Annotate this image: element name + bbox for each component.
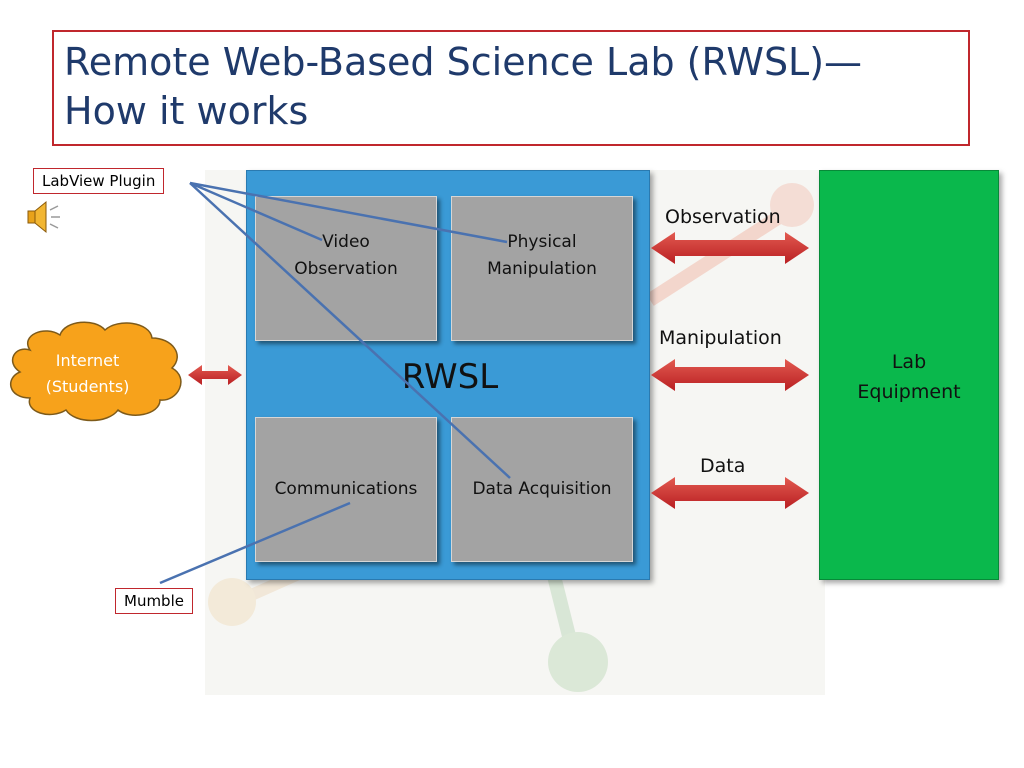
observation-label: Observation [665,206,781,228]
internet-students-label: Internet (Students) [45,351,130,396]
data-acquisition-module: Data Acquisition [451,417,633,562]
internet-rwsl-arrow [188,365,242,385]
manipulation-arrow [651,359,809,391]
title-box: Remote Web-Based Science Lab (RWSL)— How… [52,30,970,146]
manipulation-label: Manipulation [659,327,782,349]
observation-arrow [651,232,809,264]
communications-module: Communications [255,417,437,562]
physical-manipulation-module: Physical Manipulation [451,196,633,341]
video-observation-module: Video Observation [255,196,437,341]
mumble-callout: Mumble [115,588,193,614]
rwsl-label: RWSL [401,357,499,397]
internet-cloud-shape [10,321,182,422]
speaker-icon[interactable] [27,200,60,234]
callout-connectors [159,181,511,585]
data-label: Data [700,455,746,477]
slide-title: Remote Web-Based Science Lab (RWSL)— How… [64,40,863,133]
data-arrow [651,477,809,509]
lab-equipment-box: Lab Equipment [819,170,999,580]
labview-plugin-callout: LabView Plugin [33,168,165,194]
